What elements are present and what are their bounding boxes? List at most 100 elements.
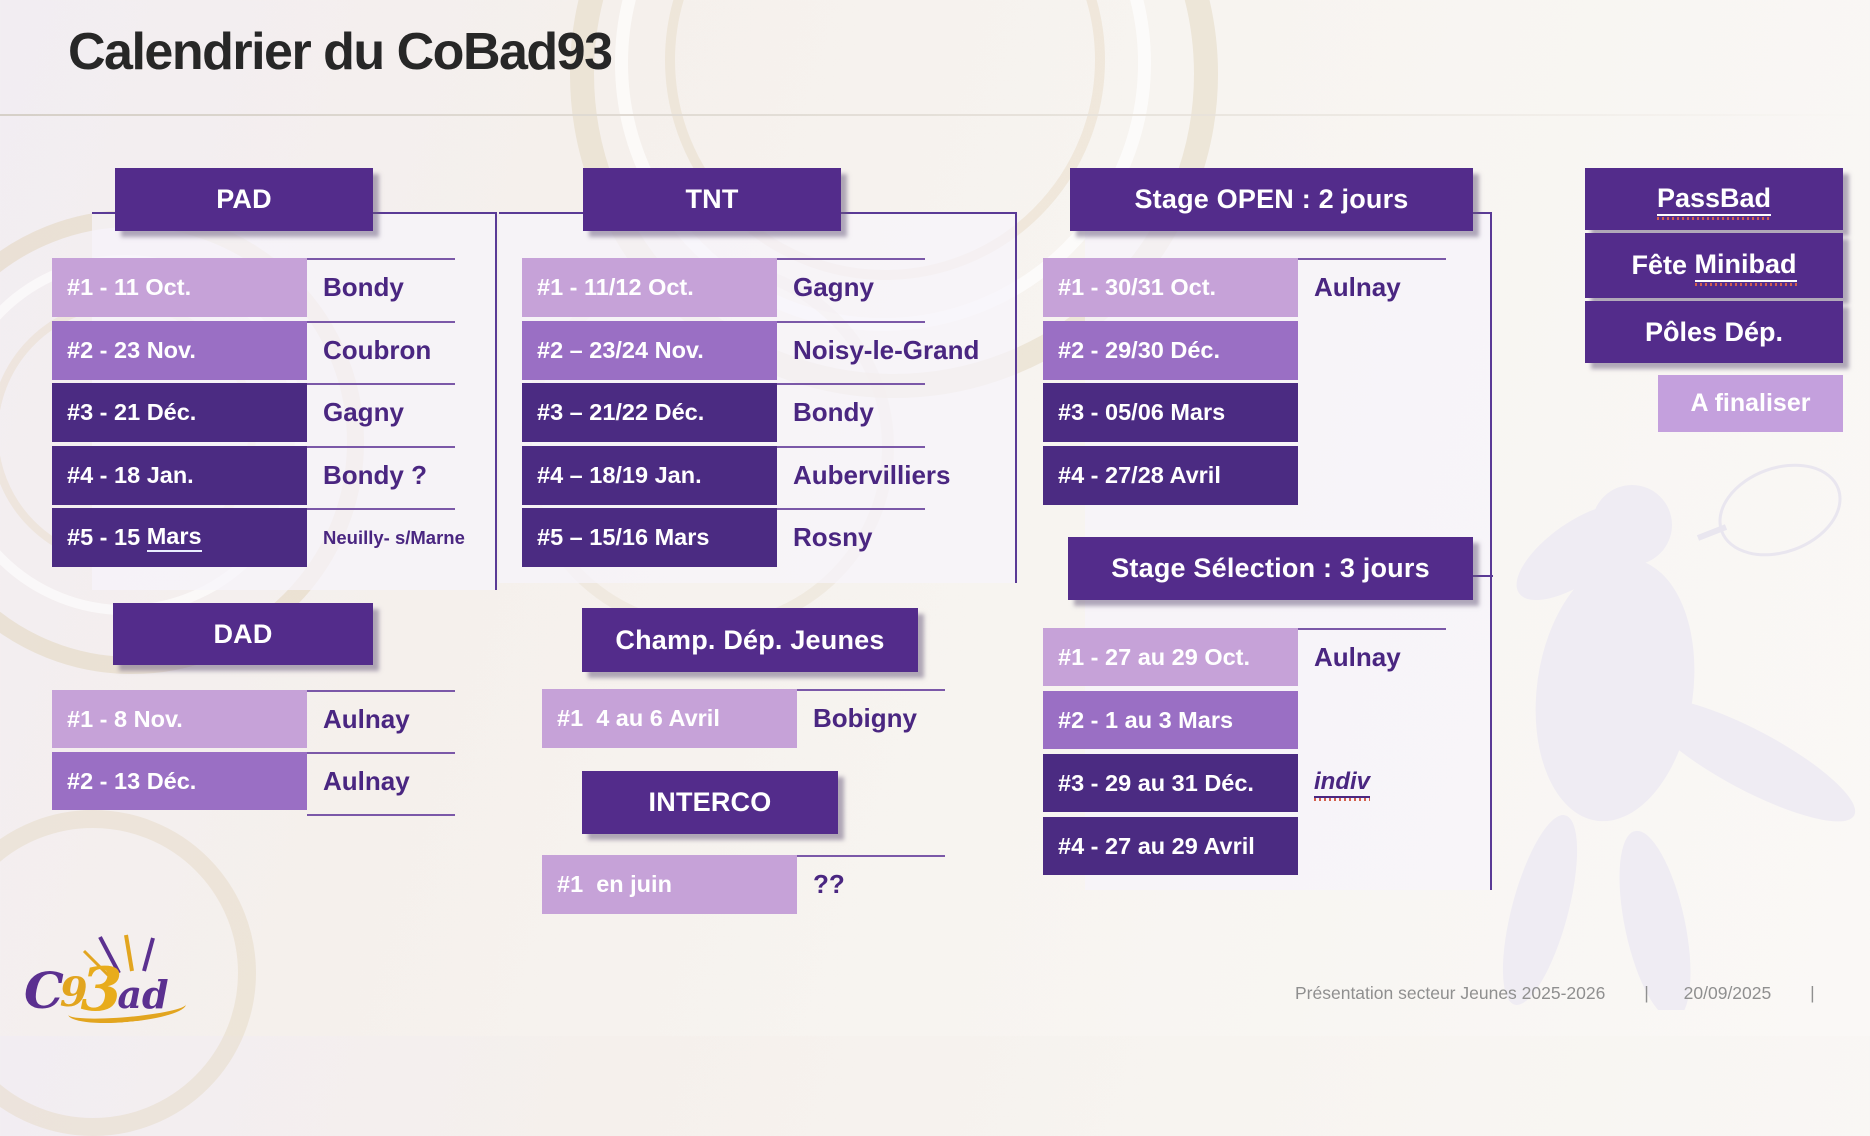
event-row: #2 - 23 Nov. Coubron xyxy=(52,320,532,380)
event-date-label: #2 - 29/30 Déc. xyxy=(1058,336,1220,363)
event-place-cell: Bondy xyxy=(307,258,532,317)
event-place-label: Aulnay xyxy=(323,703,410,734)
event-date-label: #5 – 15/16 Mars xyxy=(537,524,710,550)
side-box-text-underlined: PassBad xyxy=(1656,183,1772,220)
event-date-label: #2 - 23 Nov. xyxy=(67,336,196,363)
table-header-stage-open: Stage OPEN : 2 jours xyxy=(1070,168,1473,231)
event-place-cell: Bondy ? xyxy=(307,445,532,505)
event-date-cell: #3 - 29 au 31 Déc. xyxy=(1043,754,1298,812)
table-stage-selection: #1 - 27 au 29 Oct. Aulnay #2 - 1 au 3 Mars… xyxy=(1043,628,1523,880)
event-place-cell: Aulnay xyxy=(307,690,532,748)
event-row: #3 - 29 au 31 Déc. indiv xyxy=(1043,754,1523,812)
event-date-label: #1 - 8 Nov. xyxy=(67,705,183,732)
cobad93-logo: C93ad xyxy=(16,931,216,1031)
event-place-cell xyxy=(1298,691,1523,749)
event-place-label: indiv xyxy=(1314,768,1371,801)
table-pad: #1 - 11 Oct.Bondy #2 - 23 Nov. Coubron #3 -… xyxy=(52,258,532,571)
event-place-cell xyxy=(1298,321,1523,380)
event-place-cell: Bondy xyxy=(777,383,1002,442)
event-date-cell: #1 en juin xyxy=(542,855,797,914)
event-place-label: Gagny xyxy=(323,397,404,427)
table-interco: #1 en juin?? xyxy=(542,855,1022,918)
event-place-label: Coubron xyxy=(323,334,432,365)
table-header-champ-dep-jeunes: Champ. Dép. Jeunes xyxy=(582,608,918,672)
event-date-cell: #3 - 21 Déc. xyxy=(52,383,307,442)
event-date-label: #4 - 27 au 29 Avril xyxy=(1058,832,1255,859)
event-place-label: Bobigny xyxy=(813,703,917,733)
logo-letter-c: C xyxy=(24,961,64,1020)
selection-connector-line xyxy=(1473,575,1493,577)
event-date-label: #2 – 23/24 Nov. xyxy=(537,336,704,363)
event-row: #4 - 18 Jan. Bondy ? xyxy=(52,445,532,505)
table-champ: #1 4 au 6 Avril Bobigny xyxy=(542,689,1022,752)
event-place-label: Noisy-le-Grand xyxy=(793,334,980,365)
event-row: #3 - 05/06 Mars xyxy=(1043,383,1523,442)
event-place-cell: Gagny xyxy=(307,383,532,442)
event-place-label: Bondy ? xyxy=(323,459,427,490)
table-bottom-line xyxy=(307,814,455,816)
table-stage-open: #1 - 30/31 Oct. Aulnay #2 - 29/30 Déc. #3 -… xyxy=(1043,258,1523,508)
event-place-label: Aulnay xyxy=(1314,641,1401,672)
event-date-label: #1 - 30/31 Oct. xyxy=(1058,274,1217,300)
event-row: #4 – 18/19 Jan.Aubervilliers xyxy=(522,445,1002,505)
footer: Présentation secteur Jeunes 2025-2026 | … xyxy=(1295,983,1815,1004)
finalize-badge: A finaliser xyxy=(1658,375,1843,432)
event-date-cell: #4 - 27 au 29 Avril xyxy=(1043,817,1298,875)
page-title: Calendrier du CoBad93 xyxy=(68,23,613,81)
event-place-label: Aubervilliers xyxy=(793,459,951,490)
event-date-label: #3 - 21 Déc. xyxy=(67,399,197,425)
event-place-cell: Aulnay xyxy=(307,752,532,810)
side-box-text: Pôles Dép. xyxy=(1644,316,1784,347)
title-divider xyxy=(0,114,1870,116)
footer-separator: | xyxy=(1810,983,1815,1003)
event-place-cell: Rosny xyxy=(777,508,1002,567)
event-date-label: #1 en juin xyxy=(557,871,672,897)
event-row: #1 4 au 6 Avril Bobigny xyxy=(542,689,1022,748)
event-place-cell: Gagny xyxy=(777,258,1002,317)
event-place-label: Bondy xyxy=(793,397,874,427)
table-header-dad: DAD xyxy=(113,603,373,665)
event-date-cell: #1 - 30/31 Oct. xyxy=(1043,258,1298,317)
event-place-cell: Coubron xyxy=(307,320,532,380)
event-row: #1 - 11/12 Oct. Gagny xyxy=(522,258,1002,317)
table-header-stage-selection: Stage Sélection : 3 jours xyxy=(1068,537,1473,600)
racket-icon xyxy=(1696,463,1842,557)
event-place-cell: Neuilly- s/Marne xyxy=(307,508,532,567)
event-date-cell: #2 - 29/30 Déc. xyxy=(1043,320,1298,380)
event-place-label: Gagny xyxy=(793,272,874,302)
event-date-label: #4 - 18 Jan. xyxy=(67,461,194,488)
event-date-label: #1 - 27 au 29 Oct. xyxy=(1058,643,1251,670)
event-row: #2 - 1 au 3 Mars xyxy=(1043,691,1523,749)
event-date-label: #1 4 au 6 Avril xyxy=(557,705,720,731)
table-tnt: #1 - 11/12 Oct. Gagny #2 – 23/24 Nov. Noisy… xyxy=(522,258,1002,571)
event-date-cell: #3 – 21/22 Déc. xyxy=(522,383,777,442)
event-date-cell: #1 - 27 au 29 Oct. xyxy=(1043,628,1298,686)
event-place-label: ?? xyxy=(813,869,845,899)
event-row: #1 - 30/31 Oct. Aulnay xyxy=(1043,258,1523,317)
event-place-cell xyxy=(1298,817,1523,875)
event-date-cell: #4 - 27/28 Avril xyxy=(1043,445,1298,505)
table-header-pad: PAD xyxy=(115,168,373,231)
event-place-label: Aulnay xyxy=(1314,272,1401,302)
event-row: #2 - 29/30 Déc. xyxy=(1043,320,1523,380)
event-date-cell: #5 - 15 Mars xyxy=(52,508,307,567)
event-place-cell xyxy=(1298,383,1523,442)
event-place-cell: Bobigny xyxy=(797,689,1022,748)
event-row: #4 - 27/28 Avril xyxy=(1043,445,1523,505)
event-date-cell: #1 4 au 6 Avril xyxy=(542,689,797,748)
logo-letters-ad: ad xyxy=(117,972,169,1017)
event-row: #2 – 23/24 Nov. Noisy-le-Grand xyxy=(522,320,1002,380)
event-date-cell: #2 - 23 Nov. xyxy=(52,320,307,380)
logo-rays-icon xyxy=(82,934,155,979)
event-row: #2 - 13 Déc.Aulnay xyxy=(52,752,532,810)
side-box-passbad: PassBad xyxy=(1585,168,1843,230)
event-row: #3 - 21 Déc. Gagny xyxy=(52,383,532,442)
event-place-cell: ?? xyxy=(797,855,1022,914)
event-row: #5 – 15/16 Mars Rosny xyxy=(522,508,1002,567)
event-place-cell: indiv xyxy=(1298,754,1523,812)
event-place-label: Rosny xyxy=(793,522,873,552)
event-row: #1 - 11 Oct.Bondy xyxy=(52,258,532,317)
event-date-label: #1 - 11/12 Oct. xyxy=(537,274,694,300)
event-date-cell: #1 - 11 Oct. xyxy=(52,258,307,317)
